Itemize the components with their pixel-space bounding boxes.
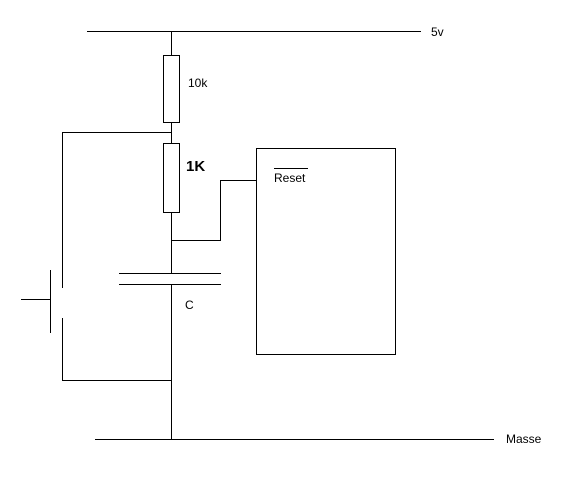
resistor-1k-label: 1K [186,158,205,175]
chip-box [256,148,396,355]
capacitor-label: C [185,298,194,312]
ground-label: Masse [506,432,542,446]
resistor-10k [163,55,180,123]
supply-label: 5v [431,25,444,39]
chip-reset-label: Reset [274,171,306,185]
resistor-1k [163,143,180,213]
resistor-10k-label: 10k [188,76,208,90]
